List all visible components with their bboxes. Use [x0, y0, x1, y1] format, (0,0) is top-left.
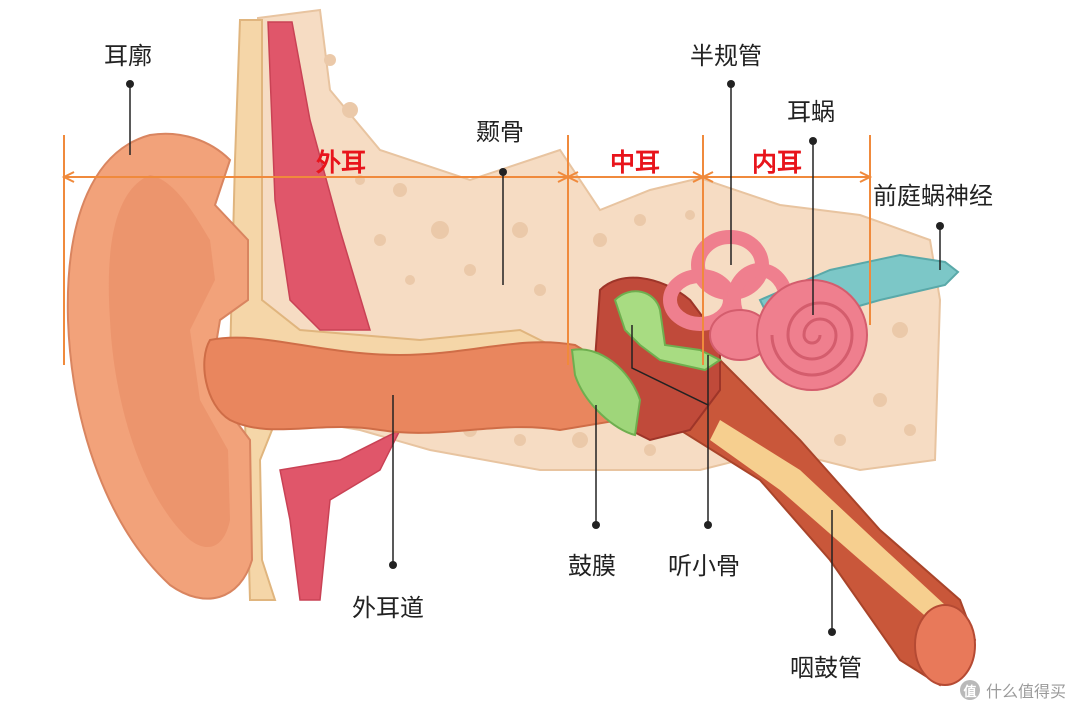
watermark-badge-icon: 值 — [959, 680, 980, 700]
label-ear-canal: 外耳道 — [352, 594, 424, 622]
ossicles-shape — [613, 290, 722, 372]
leader-dots — [126, 80, 944, 636]
label-auricle: 耳廓 — [104, 42, 152, 70]
muscle-tissue-lower — [279, 428, 402, 601]
label-eardrum: 鼓膜 — [568, 552, 616, 580]
label-vestibulocochlear-nerve: 前庭蜗神经 — [873, 182, 993, 210]
eustachian-tube-highlight — [710, 420, 945, 620]
label-semicircular-canals: 半规管 — [690, 42, 762, 70]
eardrum-shape — [570, 348, 642, 437]
label-eustachian-tube: 咽鼓管 — [790, 654, 862, 682]
section-outer-ear: 外耳 — [316, 148, 367, 177]
eustachian-tube-opening — [914, 604, 976, 686]
label-ossicles: 听小骨 — [668, 552, 740, 580]
label-temporal-bone: 颞骨 — [476, 118, 524, 146]
section-brackets — [61, 135, 873, 365]
watermark: 值 什么值得买 — [959, 678, 1066, 702]
label-cochlea: 耳蜗 — [787, 98, 835, 126]
watermark-text: 什么值得买 — [985, 682, 1066, 701]
ear-canal-shape — [203, 336, 622, 434]
leader-lines — [129, 82, 941, 632]
section-inner-ear: 内耳 — [752, 148, 803, 177]
section-middle-ear: 中耳 — [610, 148, 661, 177]
auricle-inner — [108, 175, 230, 548]
cochlea-shape — [756, 279, 868, 391]
